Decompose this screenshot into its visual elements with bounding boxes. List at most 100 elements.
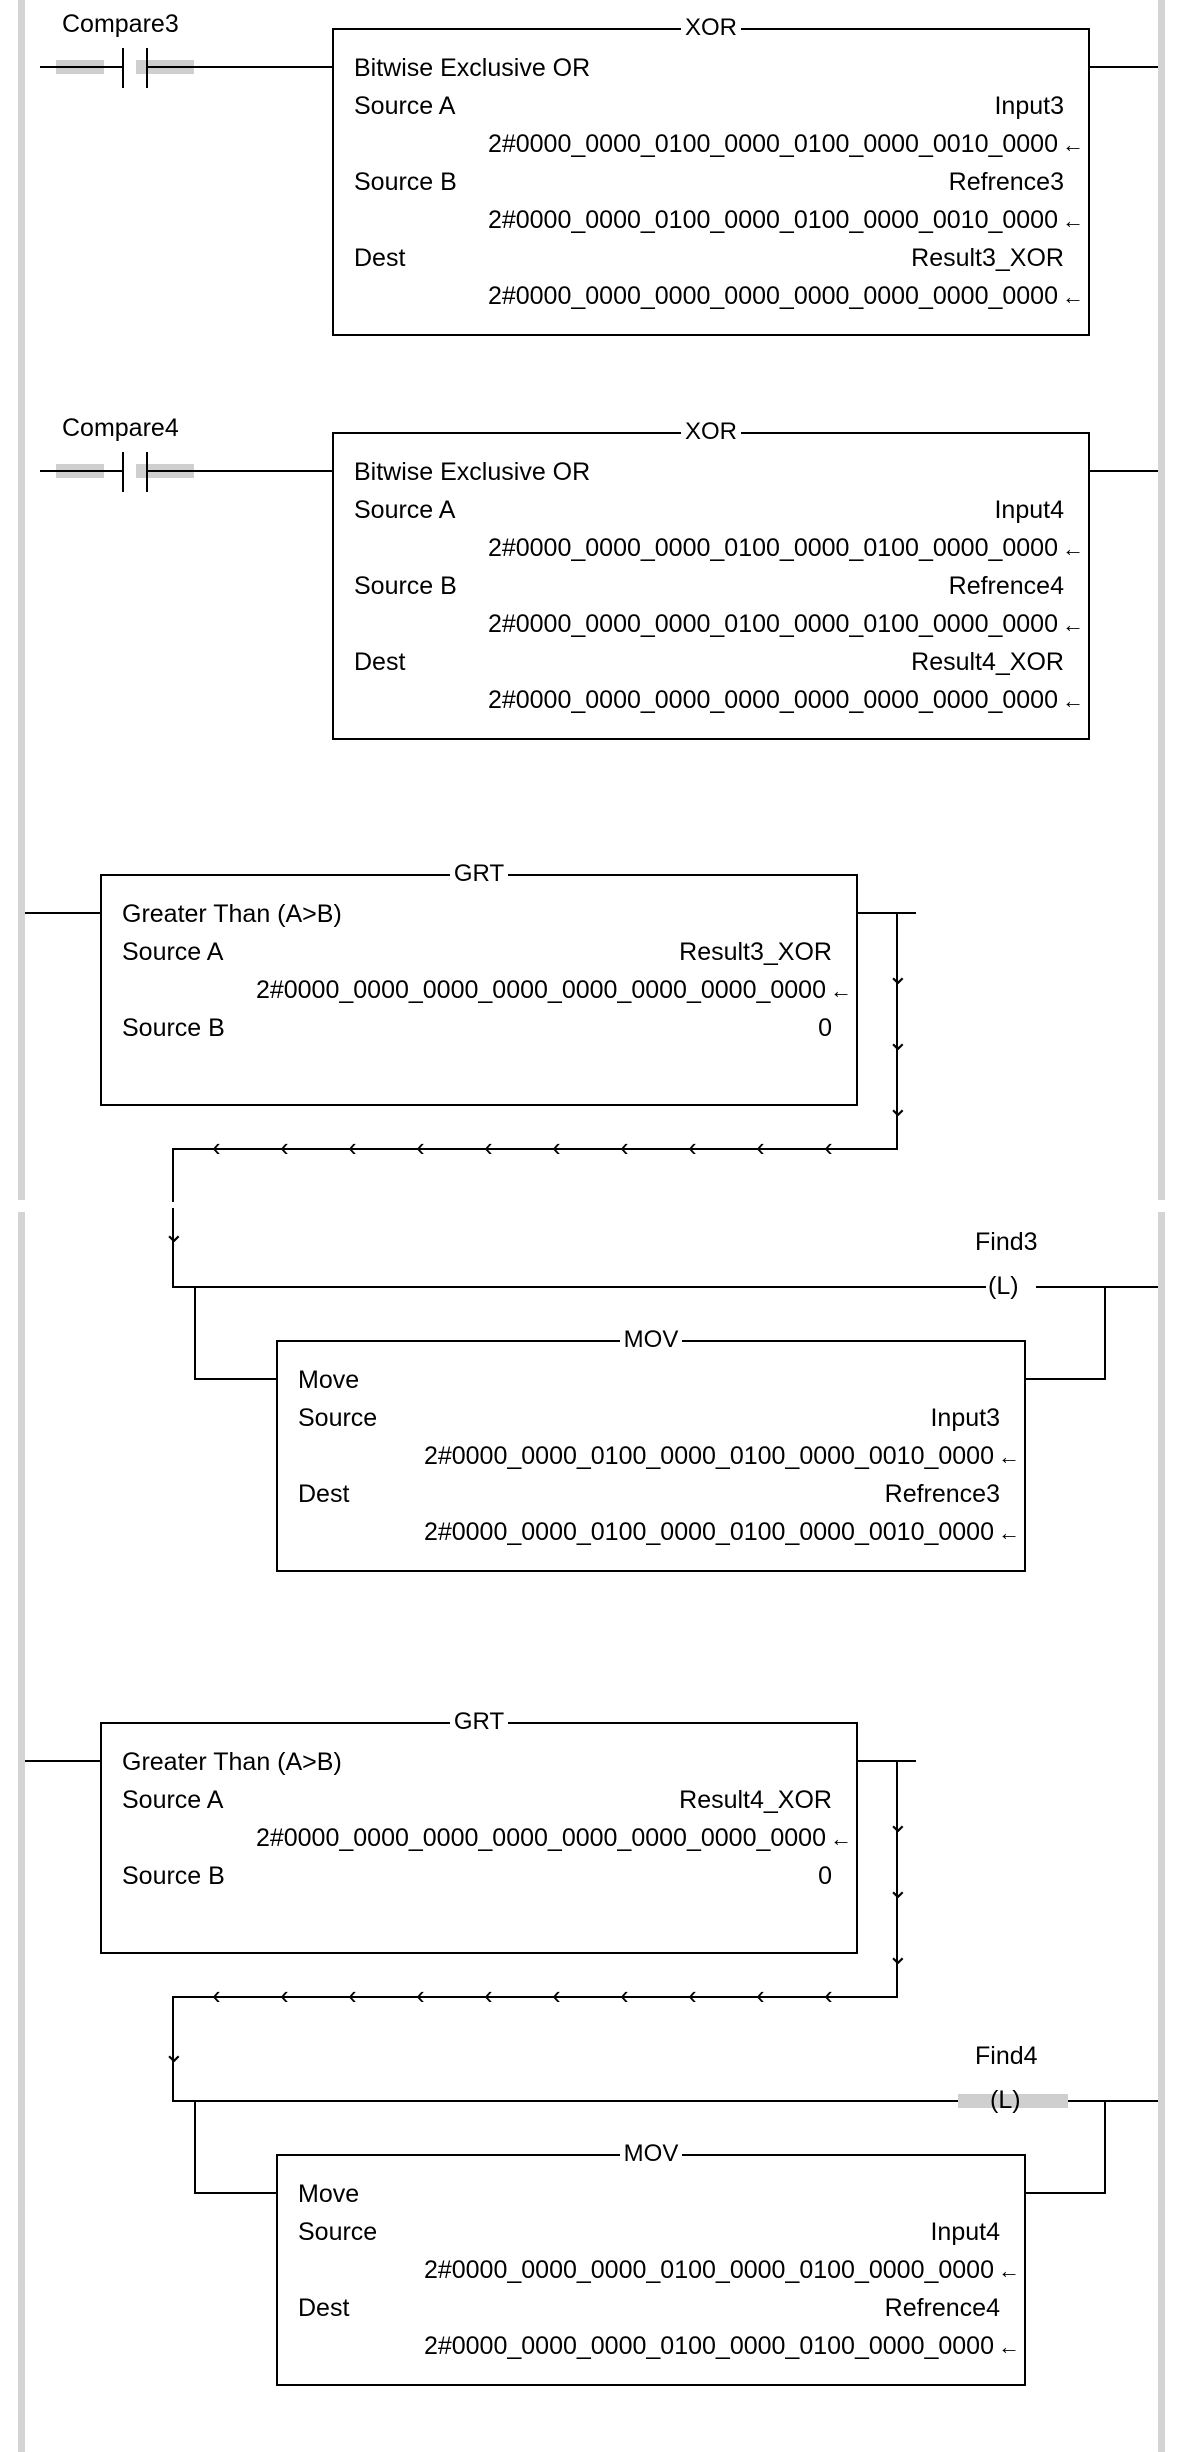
- grt-instruction-box[interactable]: GRT Greater Than (A>B) Source A Result3_…: [100, 860, 858, 1106]
- left-arrow-icon: ←: [998, 1444, 1020, 1469]
- instruction-name: MOV: [619, 1326, 683, 1353]
- wrap-wire: [172, 1208, 174, 1288]
- rung-wire: [1090, 66, 1158, 68]
- dest-value-text: 2#0000_0000_0000_0100_0000_0100_0000_000…: [423, 2332, 994, 2360]
- chevron-down-icon: ⌄: [163, 2038, 185, 2068]
- left-arrow-icon: ←: [830, 978, 852, 1003]
- dest-label: Dest: [298, 2294, 350, 2322]
- source-a-value-text: 2#0000_0000_0000_0000_0000_0000_0000_000…: [255, 1824, 826, 1852]
- instruction-name: XOR: [680, 418, 741, 445]
- dest-tag[interactable]: Result4_XOR: [911, 648, 1064, 676]
- branch-wire: [194, 2192, 278, 2194]
- wrap-wire: [172, 1996, 174, 2102]
- chevron-left-icon: ‹: [756, 1980, 765, 2010]
- source-label: Source: [298, 2218, 378, 2246]
- source-a-label: Source A: [354, 92, 456, 120]
- left-arrow-icon: ←: [830, 1826, 852, 1851]
- branch-wire: [1026, 2192, 1106, 2194]
- wrap-wire: [858, 1760, 916, 1762]
- instruction-description: Greater Than (A>B): [122, 1748, 342, 1776]
- source-value: 2#0000_0000_0000_0100_0000_0100_0000_000…: [424, 2256, 1020, 2285]
- source-b-value: 2#0000_0000_0000_0100_0000_0100_0000_000…: [488, 610, 1084, 639]
- latch-coil[interactable]: (L): [986, 1272, 1021, 1300]
- wrap-wire: [858, 912, 916, 914]
- chevron-down-icon: ⌄: [887, 960, 909, 990]
- contact-tag: Compare3: [62, 10, 179, 38]
- branch-wire: [194, 2100, 196, 2194]
- rung-wire: [172, 2100, 986, 2102]
- chevron-left-icon: ‹: [280, 1132, 289, 1162]
- source-a-tag[interactable]: Input4: [994, 496, 1064, 524]
- source-b-label: Source B: [122, 1014, 225, 1042]
- rung-wire: [172, 1286, 986, 1288]
- source-a-tag[interactable]: Result3_XOR: [679, 938, 832, 966]
- chevron-left-icon: ‹: [212, 1980, 221, 2010]
- chevron-left-icon: ‹: [212, 1132, 221, 1162]
- source-a-label: Source A: [354, 496, 456, 524]
- rung-wire: [25, 912, 102, 914]
- source-a-value: 2#0000_0000_0000_0000_0000_0000_0000_000…: [256, 1824, 852, 1853]
- rung-wire: [25, 1760, 102, 1762]
- dest-value-text: 2#0000_0000_0000_0000_0000_0000_0000_000…: [487, 686, 1058, 714]
- chevron-left-icon: ‹: [688, 1980, 697, 2010]
- contact-tag: Compare4: [62, 414, 179, 442]
- source-a-tag[interactable]: Input3: [994, 92, 1064, 120]
- source-b-value[interactable]: 0: [818, 1014, 832, 1042]
- dest-tag[interactable]: Refrence3: [884, 1480, 1000, 1508]
- xic-contact[interactable]: [40, 48, 194, 88]
- coil-tag: Find4: [975, 2042, 1038, 2070]
- chevron-left-icon: ‹: [416, 1132, 425, 1162]
- mov-instruction-box[interactable]: MOV Move Source Input4 2#0000_0000_0000_…: [276, 2140, 1026, 2386]
- dest-value: 2#0000_0000_0100_0000_0100_0000_0010_000…: [424, 1518, 1020, 1547]
- left-arrow-icon: ←: [1062, 132, 1084, 157]
- dest-tag[interactable]: Refrence4: [884, 2294, 1000, 2322]
- chevron-left-icon: ‹: [552, 1132, 561, 1162]
- source-b-tag[interactable]: Refrence3: [948, 168, 1064, 196]
- instruction-name: XOR: [680, 14, 741, 41]
- source-tag[interactable]: Input4: [930, 2218, 1000, 2246]
- xor-instruction-box[interactable]: XOR Bitwise Exclusive OR Source A Input3…: [332, 14, 1090, 336]
- rung-wire: [1068, 2100, 1158, 2102]
- instruction-name: GRT: [449, 860, 509, 887]
- rung-wire: [1090, 470, 1158, 472]
- source-a-label: Source A: [122, 938, 224, 966]
- source-tag[interactable]: Input3: [930, 1404, 1000, 1432]
- instruction-name: MOV: [619, 2140, 683, 2167]
- wrap-wire: [172, 1148, 174, 1202]
- wrap-wire: [896, 1760, 898, 1998]
- source-b-value[interactable]: 0: [818, 1862, 832, 1890]
- source-b-label: Source B: [354, 168, 457, 196]
- left-power-rail-top: [18, 0, 25, 1200]
- instruction-description: Greater Than (A>B): [122, 900, 342, 928]
- source-a-label: Source A: [122, 1786, 224, 1814]
- chevron-left-icon: ‹: [620, 1132, 629, 1162]
- source-value-text: 2#0000_0000_0000_0100_0000_0100_0000_000…: [423, 2256, 994, 2284]
- left-arrow-icon: ←: [998, 1520, 1020, 1545]
- branch-wire: [1026, 1378, 1106, 1380]
- chevron-down-icon: ⌄: [163, 1218, 185, 1248]
- instruction-description: Move: [298, 2180, 360, 2208]
- left-arrow-icon: ←: [1062, 536, 1084, 561]
- source-a-tag[interactable]: Result4_XOR: [679, 1786, 832, 1814]
- chevron-left-icon: ‹: [552, 1980, 561, 2010]
- instruction-description: Move: [298, 1366, 360, 1394]
- source-a-value: 2#0000_0000_0000_0000_0000_0000_0000_000…: [256, 976, 852, 1005]
- source-a-value: 2#0000_0000_0100_0000_0100_0000_0010_000…: [488, 130, 1084, 159]
- latch-coil[interactable]: (L): [990, 2086, 1021, 2114]
- chevron-down-icon: ⌄: [887, 1940, 909, 1970]
- source-value-text: 2#0000_0000_0100_0000_0100_0000_0010_000…: [423, 1442, 994, 1470]
- left-power-rail-bottom: [18, 1212, 25, 2452]
- grt-instruction-box[interactable]: GRT Greater Than (A>B) Source A Result4_…: [100, 1708, 858, 1954]
- chevron-left-icon: ‹: [824, 1132, 833, 1162]
- xic-contact[interactable]: [40, 452, 194, 492]
- wrap-wire: [172, 1148, 898, 1150]
- coil-tag: Find3: [975, 1228, 1038, 1256]
- rail-separator: [0, 1202, 1186, 1208]
- right-power-rail-bottom: [1158, 1212, 1165, 2452]
- xor-instruction-box[interactable]: XOR Bitwise Exclusive OR Source A Input4…: [332, 418, 1090, 740]
- dest-tag[interactable]: Result3_XOR: [911, 244, 1064, 272]
- mov-instruction-box[interactable]: MOV Move Source Input3 2#0000_0000_0100_…: [276, 1326, 1026, 1572]
- source-b-tag[interactable]: Refrence4: [948, 572, 1064, 600]
- wrap-wire: [896, 912, 898, 1150]
- source-b-label: Source B: [354, 572, 457, 600]
